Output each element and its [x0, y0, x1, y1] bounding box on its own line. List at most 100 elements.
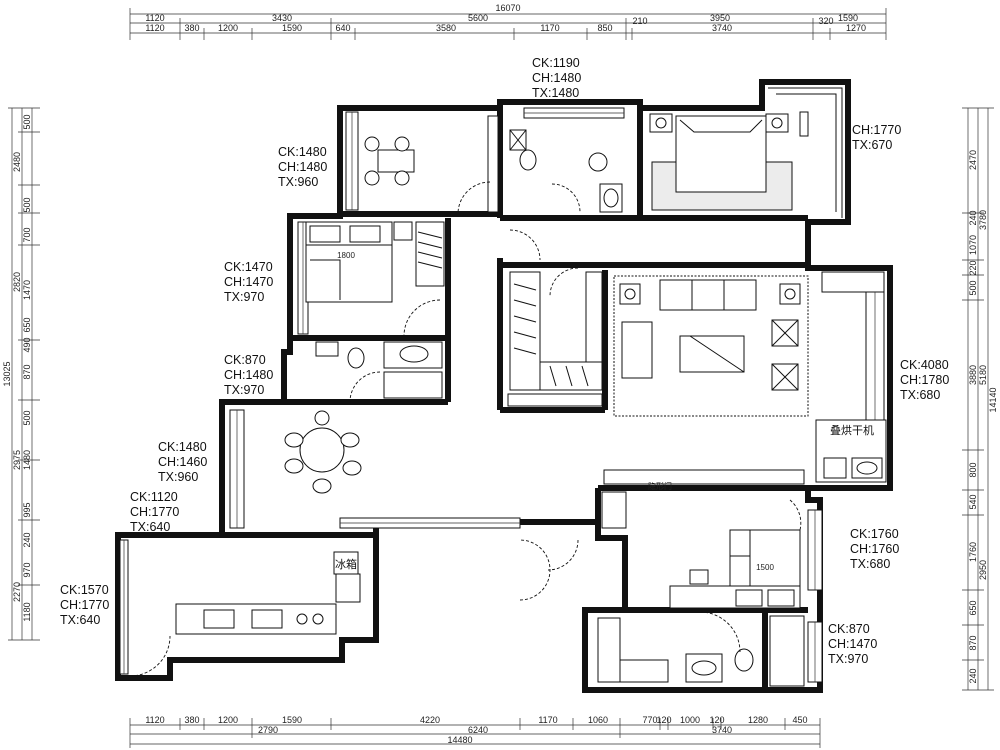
- dim-left-8: 870: [22, 364, 32, 379]
- dim-bot-r1-11: 1280: [748, 715, 768, 725]
- dim-left-6: 650: [22, 317, 32, 332]
- dim-left-0: 500: [22, 114, 32, 129]
- dim-right-5: 3880: [968, 365, 978, 385]
- dim-right-total: 14140: [988, 387, 998, 412]
- dim-top-r2-11: 1270: [846, 23, 866, 33]
- laundry-corner: 叠烘干机 隐形门: [603, 419, 887, 491]
- opening-o1-line1: CK:1190: [532, 56, 580, 70]
- bathroom-left: [315, 341, 443, 399]
- opening-o6-line2: CH:1780: [900, 373, 949, 387]
- opening-o7-line2: CH:1460: [158, 455, 207, 469]
- dim-bot-r2-1: 6240: [468, 725, 488, 735]
- dim-top-r1-2: 5600: [468, 13, 488, 23]
- dim-right-r2-0: 3780: [978, 210, 988, 230]
- opening-o4-line2: CH:1470: [224, 275, 273, 289]
- dim-right-6: 5180: [978, 365, 988, 385]
- right-dimensions: 2470 240 1070 220 500 3880 5180 800 540 …: [962, 107, 998, 691]
- dim-left-2: 500: [22, 197, 32, 212]
- opening-o9-line1: CK:1760: [850, 527, 899, 541]
- dim-left-12: 995: [22, 502, 32, 517]
- opening-o8-line2: CH:1770: [130, 505, 179, 519]
- dim-bot-r2-2: 3740: [712, 725, 732, 735]
- dim-right-0: 2470: [968, 150, 978, 170]
- opening-o11-line2: CH:1470: [828, 637, 877, 651]
- hidden-door-label: 隐形门: [648, 481, 672, 491]
- dim-top-r2-0: 1120: [145, 23, 164, 33]
- dim-top-r1-0: 1120: [145, 13, 164, 23]
- dim-top-r2-8: 210: [632, 16, 647, 26]
- dim-right-12: 870: [968, 635, 978, 650]
- top-dimensions: 16070 1120 3430 5600 3950 1590 1120 380 …: [129, 3, 887, 40]
- opening-o8-line3: TX:640: [130, 520, 170, 534]
- dim-top-r2-6: 1170: [540, 23, 559, 33]
- dim-top-r2-5: 3580: [436, 23, 456, 33]
- opening-o10-line3: TX:640: [60, 613, 100, 627]
- opening-o5-line3: TX:970: [224, 383, 264, 397]
- dim-top-total: 16070: [495, 3, 520, 13]
- bed-1800-label: 1800: [337, 251, 355, 260]
- opening-o3-line2: TX:670: [852, 138, 892, 152]
- dim-top-r2-2: 1200: [218, 23, 238, 33]
- dim-right-2: 1070: [968, 235, 978, 255]
- dim-left-15: 2270: [12, 582, 22, 602]
- dim-left-13: 240: [22, 532, 32, 547]
- dim-top-r2-3: 1590: [282, 23, 302, 33]
- master-bed: [649, 111, 809, 211]
- dim-right-11: 650: [968, 600, 978, 615]
- dim-right-7: 800: [968, 462, 978, 477]
- opening-o11-line1: CK:870: [828, 622, 870, 636]
- opening-o5-line2: CH:1480: [224, 368, 273, 382]
- bed-1500-label: 1500: [756, 563, 774, 572]
- dim-bot-r1-3: 1590: [282, 715, 302, 725]
- living-room: [613, 275, 809, 417]
- dim-right-8: 540: [968, 494, 978, 509]
- dim-top-r1-1: 3430: [272, 13, 292, 23]
- dim-bot-r1-0: 1120: [145, 715, 164, 725]
- dim-left-14: 970: [22, 562, 32, 577]
- dim-left-11: 2975: [12, 450, 22, 470]
- opening-o9-line3: TX:680: [850, 557, 890, 571]
- opening-labels: CK:1190 CH:1480 TX:1480 CK:1480 CH:1480 …: [60, 56, 949, 666]
- bathroom-top: [509, 129, 623, 213]
- dim-bot-r1-7: 770: [642, 715, 657, 725]
- opening-o3-line1: CH:1770: [852, 123, 901, 137]
- opening-o2-line2: CH:1480: [278, 160, 327, 174]
- dim-top-r2-4: 640: [335, 23, 350, 33]
- opening-o6-line1: CK:4080: [900, 358, 949, 372]
- furniture: 1800: [175, 111, 887, 687]
- opening-o4-line3: TX:970: [224, 290, 264, 304]
- opening-o10-line1: CK:1570: [60, 583, 109, 597]
- dim-right-1: 240: [968, 210, 978, 225]
- left-dimensions: 13025 500 2480 500 700 2820 1470 650 490…: [2, 107, 40, 641]
- opening-o5-line1: CK:870: [224, 353, 266, 367]
- dim-right-3: 220: [968, 260, 978, 275]
- dim-top-r1-3: 3950: [710, 13, 730, 23]
- dim-bot-r1-8: 120: [656, 715, 671, 725]
- bedroom-1800: 1800: [305, 221, 445, 303]
- dim-bot-r1-9: 1000: [680, 715, 700, 725]
- bottom-dimensions: 1120 380 1200 1590 4220 1170 1060 770 12…: [129, 715, 821, 748]
- dim-bot-r1-12: 450: [792, 715, 807, 725]
- opening-o1-line3: TX:1480: [532, 86, 579, 100]
- opening-o6-line3: TX:680: [900, 388, 940, 402]
- dim-top-r2-7: 850: [597, 23, 612, 33]
- dim-right-4: 500: [968, 280, 978, 295]
- opening-o2-line3: TX:960: [278, 175, 318, 189]
- dim-left-total: 13025: [2, 361, 12, 386]
- dim-bot-r1-6: 1060: [588, 715, 608, 725]
- doors: [129, 181, 802, 677]
- dim-bot-r1-1: 380: [184, 715, 199, 725]
- opening-o7-line1: CK:1480: [158, 440, 207, 454]
- dim-top-r2-10: 320: [818, 16, 833, 26]
- round-dining-table: [284, 410, 362, 494]
- opening-o1-line2: CH:1480: [532, 71, 581, 85]
- bedroom-1500: 1500: [669, 529, 801, 609]
- dim-right-9: 1760: [968, 542, 978, 562]
- dim-right-13: 240: [968, 668, 978, 683]
- walk-in-closet: [509, 271, 603, 391]
- dim-left-3: 700: [22, 227, 32, 242]
- opening-o7-line3: TX:960: [158, 470, 198, 484]
- opening-o8-line1: CK:1120: [130, 490, 178, 504]
- dim-left-16: 1180: [22, 602, 32, 621]
